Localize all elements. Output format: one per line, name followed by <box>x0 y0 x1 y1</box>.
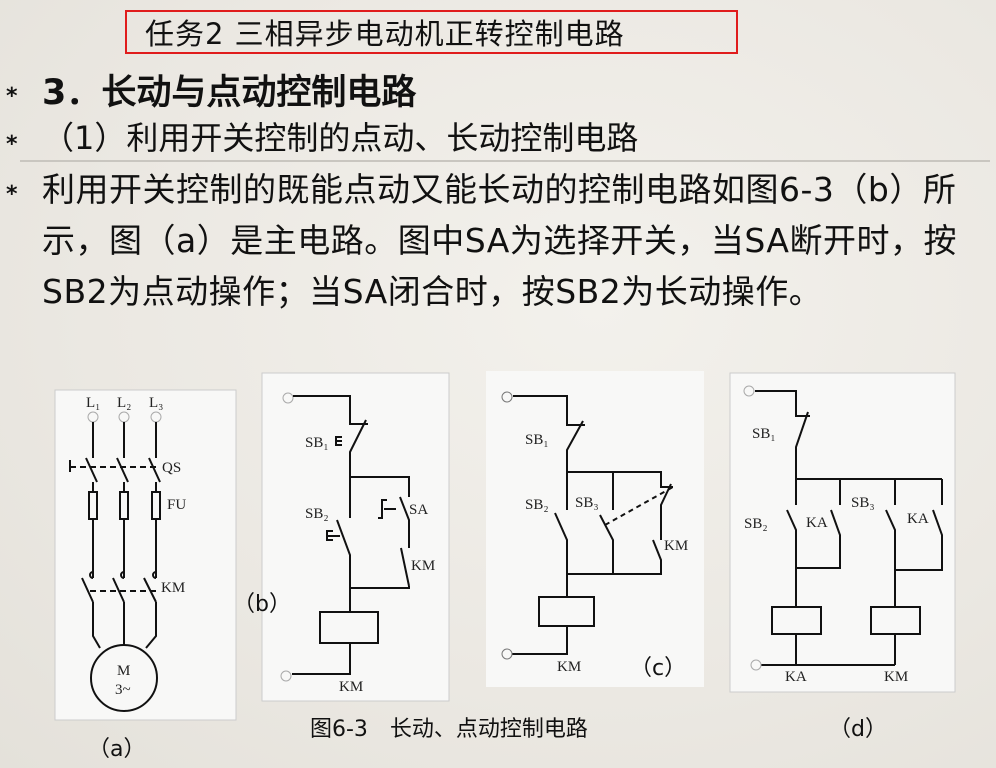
label-coil-ka: KA <box>785 669 807 685</box>
label-sb2: SB₂ <box>525 497 549 513</box>
label-l2: L₂ <box>117 395 131 411</box>
control-circuit-b <box>280 392 410 682</box>
label-km-contact: KM <box>411 558 435 574</box>
label-coil-km: KM <box>884 669 908 685</box>
panel-d-label: （d） <box>829 717 887 742</box>
bullet-icon: * <box>6 182 18 207</box>
label-fu: FU <box>167 497 186 513</box>
label-qs: QS <box>162 460 181 476</box>
label-l3: L₃ <box>149 395 163 411</box>
label-sb3: SB₃ <box>851 495 875 511</box>
label-sa: SA <box>409 502 428 518</box>
label-motor: M <box>117 663 130 679</box>
qs-switch <box>85 457 161 483</box>
control-circuit-d <box>743 385 943 671</box>
panel-a <box>54 389 237 721</box>
label-km: KM <box>161 580 185 596</box>
label-sb3: SB₃ <box>575 495 599 511</box>
sub-heading: （1）利用开关控制的点动、长动控制电路 <box>42 119 639 157</box>
label-sb1: SB₁ <box>525 432 549 448</box>
bullet-icon: * <box>6 84 18 109</box>
label-sb2: SB₂ <box>744 516 768 532</box>
control-circuit-c <box>501 391 674 660</box>
label-km-contact: KM <box>664 538 688 554</box>
figure-caption: 图6-3 长动、点动控制电路 <box>310 717 588 742</box>
divider <box>20 160 990 162</box>
section-heading: 3．长动与点动控制电路 <box>42 73 417 113</box>
panel-c <box>486 371 704 687</box>
slide-title: 任务2 三相异步电动机正转控制电路 <box>125 10 738 54</box>
panel-b <box>261 372 450 702</box>
label-l1: L₁ <box>86 395 100 411</box>
bullet-icon: * <box>6 132 18 157</box>
label-sb1: SB₁ <box>752 426 776 442</box>
label-sb2: SB₂ <box>305 506 329 522</box>
panel-a-label: （a） <box>88 737 146 762</box>
panel-b-label: （b） <box>233 592 291 617</box>
label-ka2: KA <box>907 511 929 527</box>
main-circuit <box>69 411 162 712</box>
body-paragraph: 利用开关控制的既能点动又能长动的控制电路如图6-3（b）所示，图（a）是主电路。… <box>42 170 957 311</box>
label-coil: KM <box>339 679 363 695</box>
label-motor-type: 3~ <box>115 682 131 698</box>
label-ka1: KA <box>806 515 828 531</box>
panel-d <box>729 372 956 693</box>
panel-c-label: （c） <box>630 656 687 681</box>
label-coil: KM <box>557 659 581 675</box>
motor-icon <box>90 644 158 712</box>
label-sb1: SB₁ <box>305 435 329 451</box>
